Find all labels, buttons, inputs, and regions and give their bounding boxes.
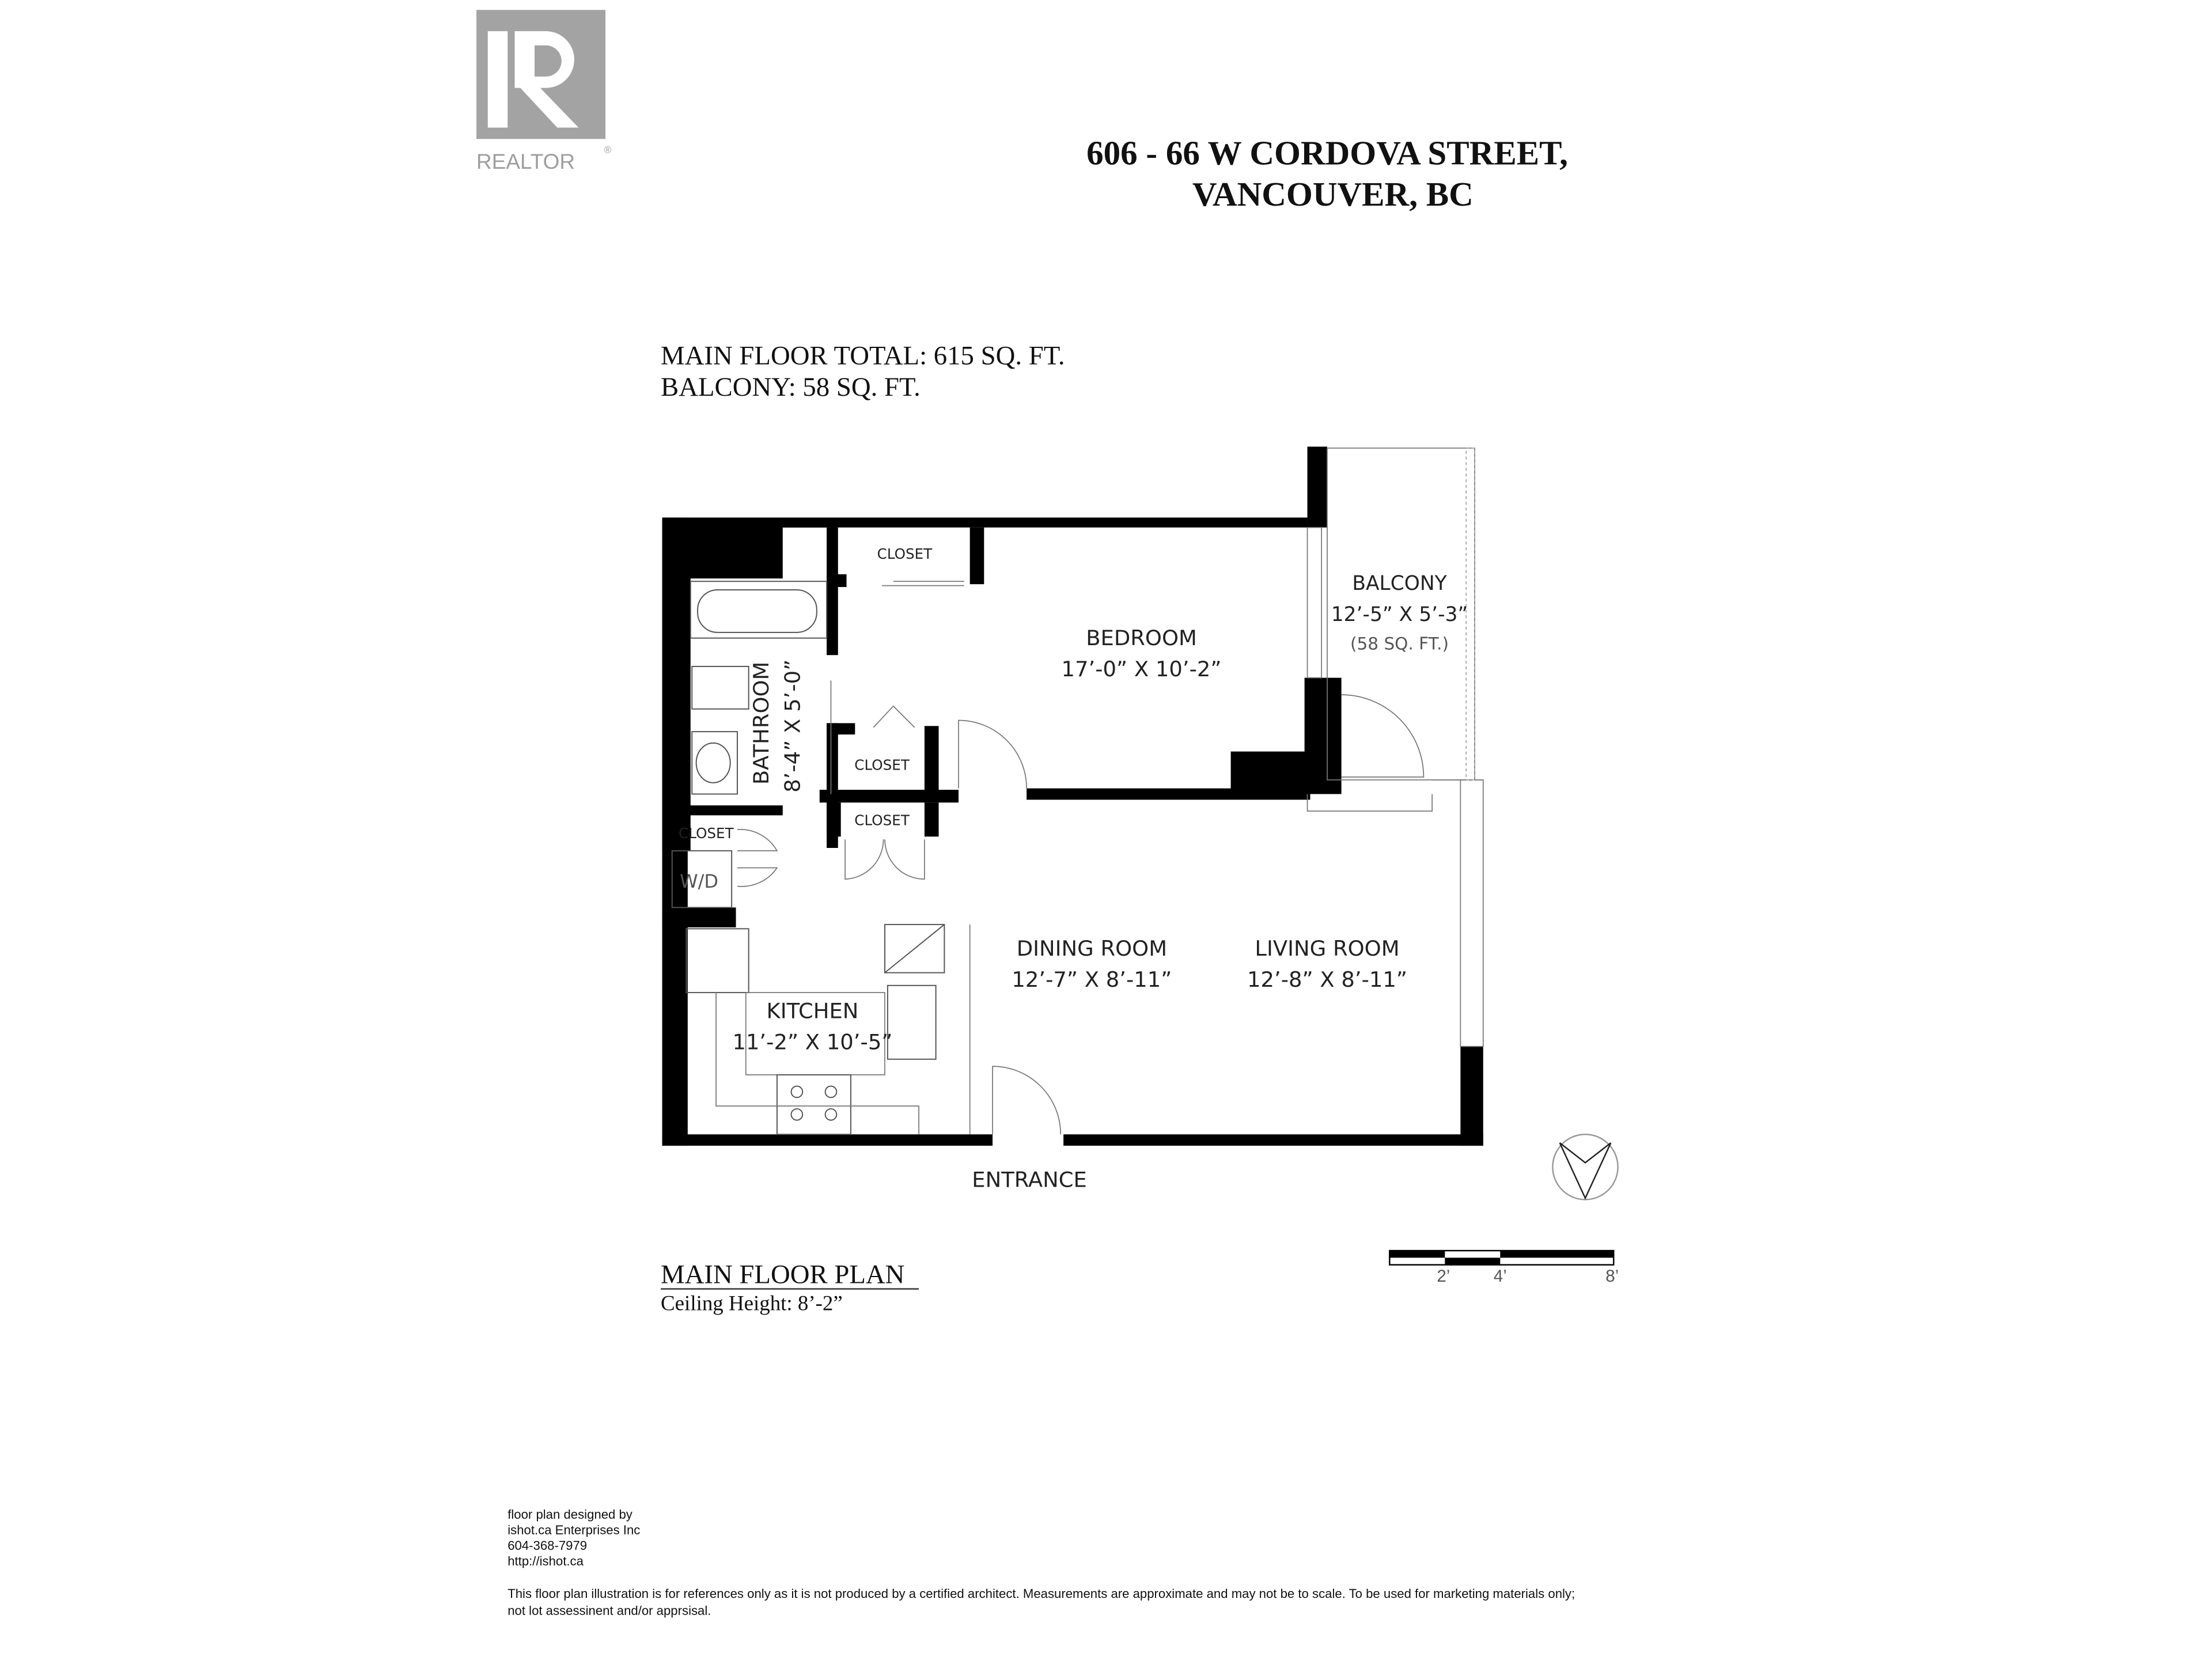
north-arrow-icon (1552, 1134, 1619, 1200)
registered-mark: ® (604, 144, 612, 156)
dining-room-label: DINING ROOM (1017, 936, 1167, 961)
bathroom-label: BATHROOM (749, 662, 774, 785)
bathroom-size: 8’-4” X 5’-0” (780, 660, 805, 793)
kitchen-label: KITCHEN (767, 998, 859, 1023)
scale-label-4: 4’ (1494, 1267, 1507, 1286)
credits-line: http://ishot.ca (507, 1554, 584, 1569)
credits-line: floor plan designed by (507, 1507, 633, 1521)
disclaimer-line-2: not lot assessinent and/or apprsisal. (507, 1604, 711, 1618)
closet-lower-label: CLOSET (854, 812, 910, 829)
credits-line: ishot.ca Enterprises Inc (507, 1522, 640, 1537)
closet-top-label: CLOSET (877, 546, 933, 562)
sink-icon (695, 742, 731, 783)
kitchen-size: 11’-2” X 10’-5” (732, 1030, 892, 1055)
address-line-2: VANCOUVER, BC (1192, 175, 1474, 213)
plan-title: MAIN FLOOR PLAN (661, 1260, 904, 1290)
scale-label-2: 2’ (1437, 1267, 1450, 1286)
balcony-label: BALCONY (1352, 572, 1447, 595)
balcony-area: (58 SQ. FT.) (1350, 634, 1449, 653)
living-room-size: 12’-8” X 8’-11” (1247, 967, 1407, 992)
washer-dryer-icon (671, 850, 733, 908)
bedroom-label: BEDROOM (1086, 626, 1197, 650)
stove-icon (776, 1074, 851, 1135)
realtor-logo: REALTOR ® (476, 10, 612, 173)
kitchen-sink-icon (887, 984, 937, 1060)
disclaimer-line-1: This floor plan illustration is for refe… (507, 1586, 1575, 1601)
address-line-1: 606 - 66 W CORDOVA STREET, (1086, 134, 1568, 172)
living-room-label: LIVING ROOM (1255, 936, 1399, 961)
toilet-icon (691, 665, 749, 710)
closet-left-label: CLOSET (679, 825, 734, 842)
ceiling-height: Ceiling Height: 8’-2” (661, 1291, 843, 1315)
washer-dryer-label: W/D (680, 870, 718, 892)
entrance-label: ENTRANCE (972, 1167, 1087, 1192)
doors (737, 581, 1425, 1135)
scale-bar: 2’ 4’ 8’ (1389, 1249, 1619, 1286)
realtor-logo-text: REALTOR (476, 150, 575, 173)
fridge-icon (884, 923, 945, 974)
balcony-size: 12’-5” X 5’-3” (1331, 603, 1468, 626)
bedroom-size: 17’-0” X 10’-2” (1062, 657, 1222, 681)
walls (662, 446, 1483, 1146)
credits: floor plan designed by ishot.ca Enterpri… (507, 1507, 640, 1568)
bathtub-icon (697, 589, 817, 633)
credits-line: 604-368-7979 (507, 1538, 587, 1552)
main-floor-total: MAIN FLOOR TOTAL: 615 SQ. FT. (661, 341, 1065, 371)
balcony-outline (1327, 447, 1475, 781)
scale-label-8: 8’ (1605, 1267, 1619, 1286)
closet-mid-label: CLOSET (854, 757, 910, 774)
balcony-total: BALCONY: 58 SQ. FT. (661, 372, 921, 402)
dining-room-size: 12’-7” X 8’-11” (1012, 967, 1172, 992)
fixtures (671, 581, 971, 1135)
